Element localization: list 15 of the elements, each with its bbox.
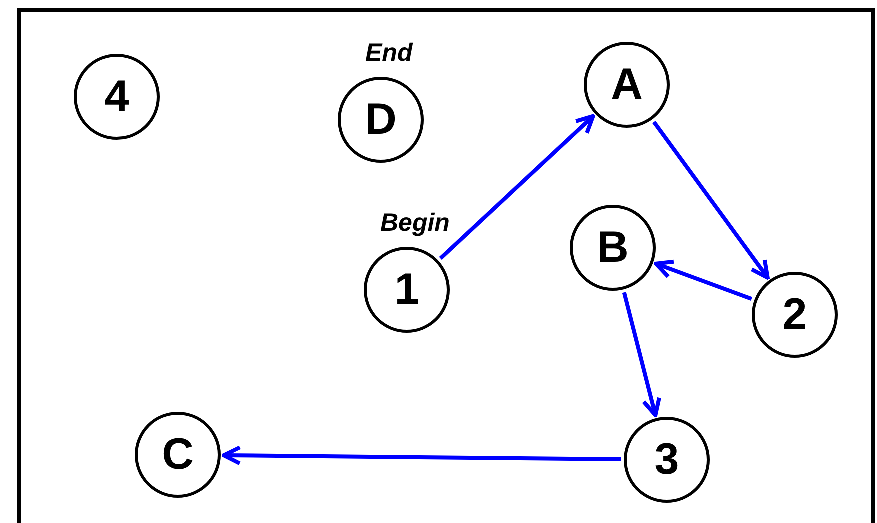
circle-node: 4 [74, 54, 160, 140]
node-caption: End [366, 39, 413, 68]
circle-node: 2 [752, 272, 838, 358]
arrow [439, 114, 596, 260]
arrow [222, 446, 622, 466]
circle-node: C [135, 412, 221, 498]
arrow [654, 260, 753, 301]
circle-node: 3 [624, 417, 710, 503]
circle-node: B [570, 205, 656, 291]
arrow [622, 292, 662, 418]
arrow [652, 120, 770, 280]
circle-node: D [338, 77, 424, 163]
circle-node: 1 [364, 247, 450, 333]
node-caption: Begin [380, 209, 450, 238]
circle-node: A [584, 42, 670, 128]
